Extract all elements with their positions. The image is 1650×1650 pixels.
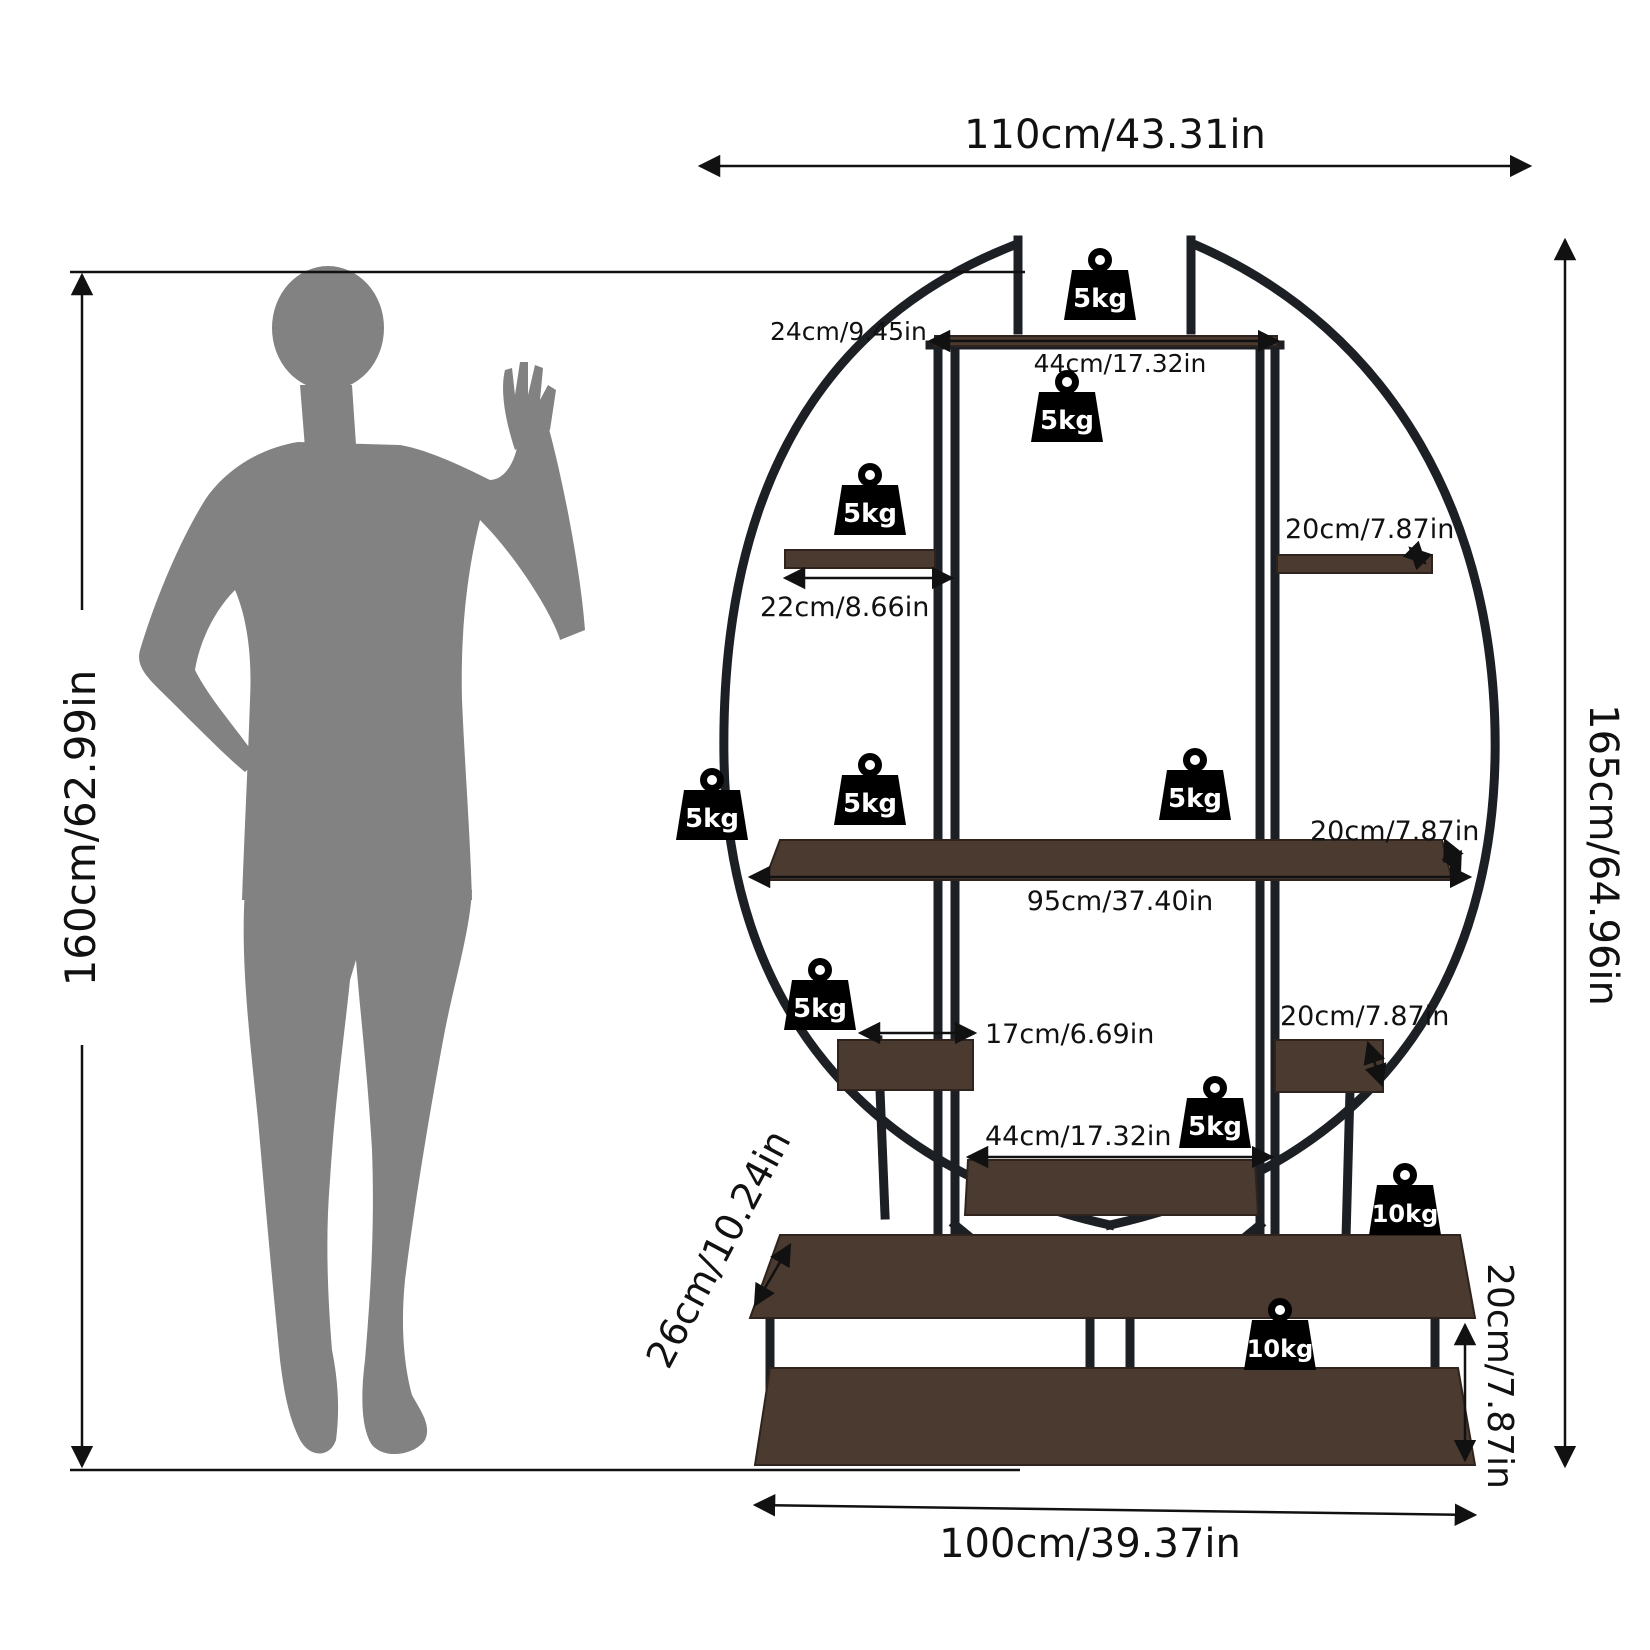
shelf-base-upper xyxy=(748,1234,1477,1319)
weight-middle-left-label: 5kg xyxy=(843,789,897,819)
shelf-lower-center xyxy=(963,1159,1260,1216)
middle-depth-arrow xyxy=(1441,837,1464,876)
weight-icon: 5kg xyxy=(676,768,748,840)
dimension-lines xyxy=(70,154,1577,1526)
weight-icon: 10kg xyxy=(1244,1298,1316,1370)
middle-depth-label: 20cm/7.87in xyxy=(1310,816,1479,847)
weight-icon: 5kg xyxy=(834,463,906,535)
weight-icon: 5kg xyxy=(1031,370,1103,442)
upper-right-depth-label: 20cm/7.87in xyxy=(1285,514,1454,545)
overall-height-label: 165cm/64.96in xyxy=(1580,704,1626,1006)
lower-center-width-label: 44cm/17.32in xyxy=(985,1121,1172,1152)
weight-upper-left-label: 5kg xyxy=(843,499,897,529)
weight-icon: 5kg xyxy=(1064,248,1136,320)
top-shelf-depth-label: 24cm/9.45in xyxy=(770,317,927,346)
upper-left-width-label: 22cm/8.66in xyxy=(760,592,929,623)
lower-right-depth-arrow xyxy=(1363,1040,1387,1088)
base-width-arrow xyxy=(752,1494,1478,1526)
shelf-upper-right xyxy=(1276,554,1433,574)
weight-base-upper-label: 10kg xyxy=(1372,1200,1439,1228)
weight-icon: 5kg xyxy=(784,958,856,1030)
weight-top-center-label: 5kg xyxy=(1040,406,1094,436)
shelf-lower-right xyxy=(1274,1039,1384,1093)
weight-top-label: 5kg xyxy=(1073,284,1127,314)
weight-icon: 10kg xyxy=(1369,1163,1441,1235)
shelf-lower-left xyxy=(837,1039,974,1091)
person-height-label: 160cm/62.99in xyxy=(56,670,105,987)
weight-middle-side-label: 5kg xyxy=(685,804,739,834)
upper-right-depth-arrow xyxy=(1402,540,1433,571)
shelf-base-lower xyxy=(753,1367,1477,1466)
weight-icon: 5kg xyxy=(1179,1076,1251,1148)
weight-lower-left-label: 5kg xyxy=(793,994,847,1024)
weight-base-lower-label: 10kg xyxy=(1247,1335,1314,1363)
lower-left-width-label: 17cm/6.69in xyxy=(985,1019,1154,1050)
weight-icon: 5kg xyxy=(834,753,906,825)
base-depth-arrow xyxy=(753,1243,792,1307)
shelf-upper-left xyxy=(784,549,936,569)
person-silhouette xyxy=(139,266,585,1455)
weight-icon: 5kg xyxy=(1159,748,1231,820)
weight-badges: 5kg 5kg 5kg 5kg 5kg 5kg 5kg 5kg xyxy=(676,248,1441,1370)
base-width-label: 100cm/39.37in xyxy=(939,1521,1241,1567)
weight-lower-center-label: 5kg xyxy=(1188,1112,1242,1142)
lower-right-depth-label: 20cm/7.87in xyxy=(1280,1001,1449,1032)
weight-middle-right-label: 5kg xyxy=(1168,784,1222,814)
middle-width-label: 95cm/37.40in xyxy=(1027,886,1214,917)
base-tier-height-label: 20cm/7.87in xyxy=(1479,1263,1520,1489)
overall-width-label: 110cm/43.31in xyxy=(964,112,1266,158)
